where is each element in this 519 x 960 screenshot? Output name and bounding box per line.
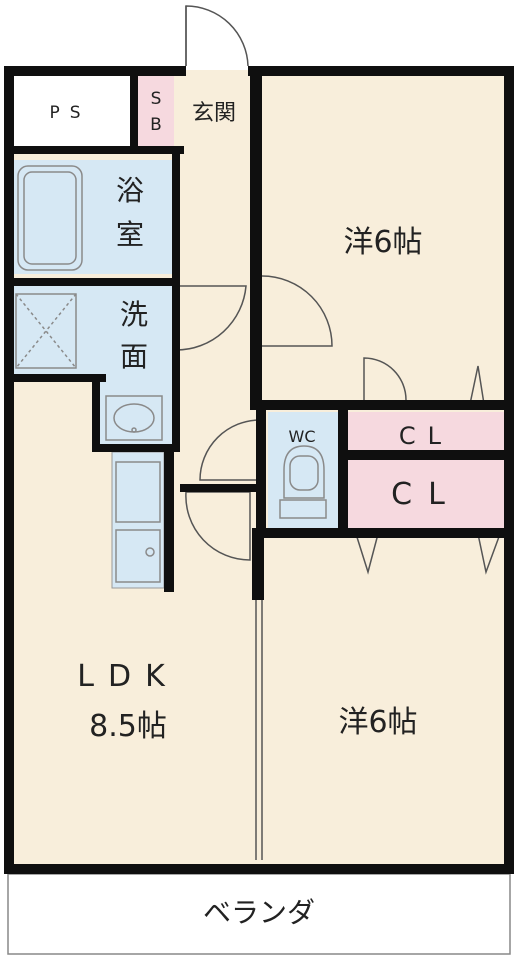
wc-door-swing — [199, 419, 261, 481]
wall-wc-left — [256, 400, 266, 538]
washer-pan-cross — [15, 293, 77, 369]
western-room-top-label: 洋6帖 — [343, 225, 422, 260]
bathtub-inner — [23, 171, 77, 265]
ldk-label-1: LDK — [77, 659, 179, 694]
wall-ps-right — [130, 76, 138, 154]
kitchen-counter — [111, 451, 165, 589]
wall-room1-bottom — [250, 400, 510, 410]
washer-pan — [15, 293, 77, 369]
stove-area — [115, 529, 161, 583]
entry-door-swing — [185, 5, 249, 67]
ps-floor — [14, 76, 130, 146]
wall-entrance-right — [250, 66, 262, 406]
wall-outer-right — [504, 66, 514, 874]
western-room-bottom-label: 洋6帖 — [338, 705, 417, 740]
fixtures — [15, 165, 327, 583]
balcony-floor — [7, 873, 511, 955]
wall-ldk-door-top — [180, 484, 256, 492]
toilet-seat — [289, 455, 319, 491]
wall-wash-bottom — [14, 374, 106, 382]
walls — [4, 66, 514, 874]
wall-room2-top — [256, 528, 510, 538]
room1-door-swing — [261, 275, 333, 347]
closet-upper-door — [363, 357, 485, 405]
ldk-door-swing — [185, 491, 251, 561]
bathtub — [17, 165, 83, 271]
wall-kitchen-right — [164, 444, 174, 592]
wall-bath-right — [172, 146, 180, 446]
wall-wc-right — [338, 400, 348, 538]
closet-upper-floor — [348, 412, 504, 450]
closet-upper-label: CL — [399, 422, 453, 450]
sink-area — [115, 461, 161, 523]
closet-lower-door-right — [477, 533, 501, 575]
entrance-label: 玄関 — [192, 101, 236, 126]
washroom-floor — [14, 286, 172, 374]
wall-bath-bottom — [14, 278, 174, 286]
washroom-floor-ext — [100, 370, 172, 446]
wall-outer-bottom — [4, 864, 514, 874]
wall-outer-top-left — [4, 66, 186, 76]
bath-label-2: 室 — [116, 218, 144, 251]
balcony-label: ベランダ — [203, 896, 315, 929]
sink-drain — [145, 547, 155, 557]
washroom-label-2: 面 — [120, 340, 148, 373]
wall-ldk-right — [252, 528, 264, 600]
closet-lower-floor — [348, 460, 504, 528]
washroom-door-swing — [175, 285, 247, 351]
sb-label-bottom: B — [150, 115, 162, 135]
toilet-tank — [279, 499, 327, 519]
ps-label: PS — [49, 103, 90, 123]
sb-label-top: S — [151, 89, 162, 109]
closet-lower-door-left — [355, 533, 379, 575]
ldk-label-2: 8.5帖 — [89, 709, 167, 744]
vanity — [105, 395, 163, 441]
wall-wash-bottom2 — [92, 444, 180, 452]
closet-lower-label: CL — [391, 477, 461, 512]
toilet-bowl — [283, 445, 325, 499]
sb-floor — [138, 76, 174, 146]
wall-ps-bottom — [14, 146, 184, 154]
bath-label-1: 浴 — [116, 174, 144, 207]
labels: PS S B 玄関 浴 室 洗 面 洋6帖 WC CL CL LDK 8.5帖 … — [49, 89, 461, 929]
wall-wash-step — [92, 374, 100, 452]
wc-label: WC — [289, 427, 316, 446]
wall-cl-divider — [338, 450, 510, 460]
washroom-label-1: 洗 — [120, 298, 148, 331]
vanity-drain — [131, 427, 137, 433]
wall-outer-left — [4, 66, 14, 874]
wall-outer-top-right — [248, 66, 510, 76]
